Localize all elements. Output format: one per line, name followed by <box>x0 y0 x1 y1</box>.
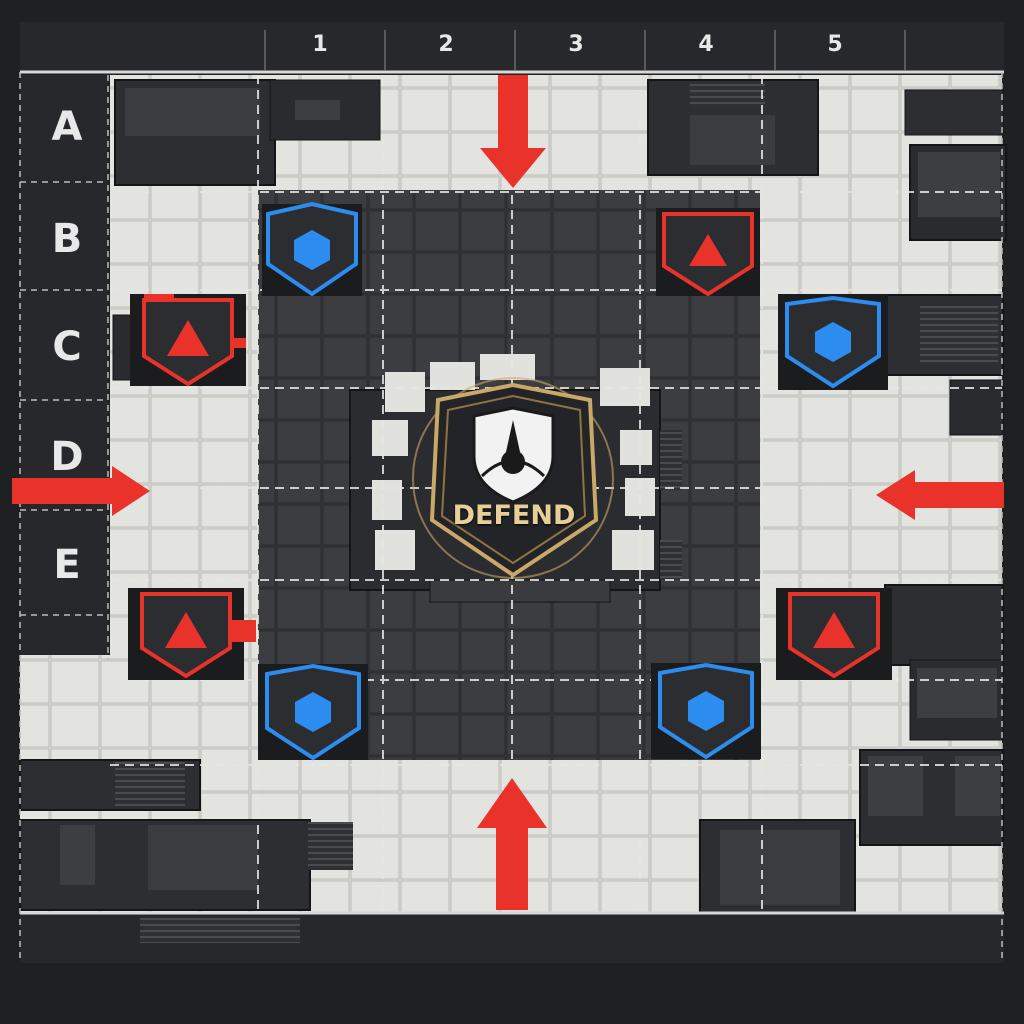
blue-hexagon-icon <box>815 322 851 362</box>
row-label-c: C <box>52 324 82 370</box>
enemy-marker-c1[interactable] <box>130 294 246 387</box>
frame-dashed <box>19 72 1003 960</box>
shield-eye-icon <box>472 406 555 504</box>
building-cluster-right <box>884 294 1004 741</box>
row-label-e: E <box>53 542 81 588</box>
defend-label: DEFEND <box>452 500 576 531</box>
row-label-a: A <box>51 104 83 150</box>
ally-marker-f2[interactable] <box>258 663 368 761</box>
building-cluster-left <box>19 314 201 811</box>
arrow-south <box>477 778 547 910</box>
building-cluster-top-right <box>647 79 1007 241</box>
column-label-1: 1 <box>312 32 328 57</box>
row-label-strip <box>20 75 108 655</box>
enemy-marker-f1[interactable] <box>128 588 256 680</box>
column-label-4: 4 <box>698 32 714 57</box>
enemy-marker-b4[interactable] <box>656 208 760 297</box>
frame-lines <box>20 70 1004 915</box>
ally-marker-f4[interactable] <box>651 662 761 760</box>
attack-arrows <box>12 75 1004 910</box>
building-cluster-bottom-left <box>19 819 353 911</box>
arrow-east <box>876 470 1004 520</box>
ally-marker-c5[interactable] <box>778 294 888 390</box>
row-label-b: B <box>51 216 83 262</box>
building-cluster-top-left <box>114 79 381 186</box>
ally-marker-b2[interactable] <box>262 201 362 297</box>
blue-hexagon-icon <box>295 692 331 732</box>
column-header-strip <box>20 22 1004 70</box>
red-warning-triangle-icon <box>689 234 727 266</box>
defend-objective[interactable] <box>412 377 614 579</box>
blue-hexagon-icon <box>688 691 724 731</box>
red-warning-triangle-icon <box>813 612 855 648</box>
column-label-2: 2 <box>438 32 454 57</box>
column-label-3: 3 <box>568 32 584 57</box>
enemy-marker-f5[interactable] <box>776 588 892 680</box>
row-label-d: D <box>50 434 84 480</box>
arrow-north <box>480 75 546 188</box>
ruler-ticks <box>264 30 906 70</box>
red-warning-triangle-icon <box>167 320 209 356</box>
column-label-5: 5 <box>827 32 843 57</box>
arrow-west <box>12 466 150 516</box>
red-warning-triangle-icon <box>165 612 207 648</box>
blue-hexagon-icon <box>294 230 330 270</box>
bottom-vents <box>140 918 300 943</box>
